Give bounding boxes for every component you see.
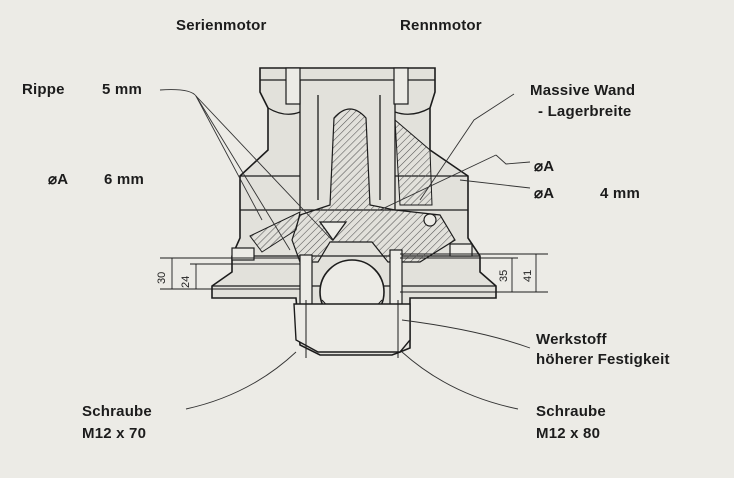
main-bearing-cap bbox=[293, 303, 411, 353]
dimension-lines bbox=[160, 253, 548, 293]
label-schraube-left-size: M12 x 70 bbox=[82, 425, 147, 442]
heading-serienmotor: Serienmotor bbox=[176, 17, 267, 34]
label-diameter-right-2: ⌀A bbox=[534, 185, 555, 202]
label-rippe-value: 5 mm bbox=[102, 81, 142, 98]
label-schraube-right-size: M12 x 80 bbox=[536, 425, 601, 442]
label-werkstoff: Werkstoff bbox=[536, 331, 607, 348]
label-lagerbreite: - Lagerbreite bbox=[538, 103, 632, 120]
dimension-35: 35 bbox=[498, 270, 510, 282]
dimension-41: 41 bbox=[522, 270, 534, 282]
label-diameter-left-value: 6 mm bbox=[104, 171, 144, 188]
label-diameter-right-1: ⌀A bbox=[534, 158, 555, 175]
left-rib bbox=[249, 211, 301, 253]
label-rippe: Rippe bbox=[22, 81, 65, 98]
label-diameter-right-2-value: 4 mm bbox=[600, 185, 640, 202]
cylinder-section bbox=[212, 79, 496, 287]
dimension-30: 30 bbox=[156, 272, 168, 284]
leader-lines bbox=[159, 89, 531, 410]
label-massive-wand: Massive Wand bbox=[530, 82, 636, 99]
right-wall-hatched bbox=[394, 118, 433, 206]
label-hoeherer-festigkeit: höherer Festigkeit bbox=[536, 351, 670, 368]
label-schraube-right: Schraube bbox=[536, 403, 606, 420]
dimension-24: 24 bbox=[180, 276, 192, 288]
heading-rennmotor: Rennmotor bbox=[400, 17, 482, 34]
label-schraube-left: Schraube bbox=[82, 403, 152, 420]
label-diameter-left: ⌀A bbox=[48, 171, 69, 188]
